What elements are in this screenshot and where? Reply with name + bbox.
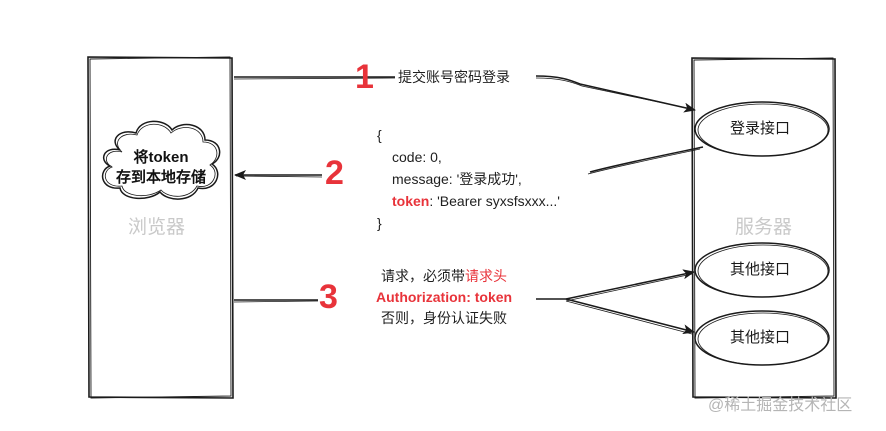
server-box [691,57,837,399]
other-api-label-1: 其他接口 [730,261,791,278]
browser-box [87,56,234,399]
response-token-value: : 'Bearer syxsfsxxx...' [429,193,560,209]
step-3-line-1: 请求，必须带请求头 [376,266,512,287]
browser-label: 浏览器 [128,217,186,238]
cloud-shape [101,120,221,200]
cloud-text: 将token 存到本地存储 [104,148,218,188]
cloud-text-line2: 存到本地存储 [115,169,206,186]
step-1-number: 1 [355,58,374,96]
arrow-login-request [233,75,696,113]
server-label: 服务器 [735,217,793,238]
cloud-text-line1: 将token [133,149,189,166]
step-1-text: 提交账号密码登录 [398,69,510,85]
response-body: { code: 0, message: '登录成功', token: 'Bear… [377,124,560,234]
response-token-line: token: 'Bearer syxsfsxxx...' [377,190,560,212]
response-close-brace: } [377,215,382,231]
other-api-label-2: 其他接口 [730,329,791,346]
other-api-ellipse-2 [694,310,830,366]
step-3-number: 3 [319,278,338,316]
response-token-key: token [392,193,430,209]
step-3-text: 请求，必须带请求头 Authorization: token 否则，身份认证失败 [376,266,512,329]
step-3-line-1-highlight: 请求头 [465,268,508,284]
login-api-ellipse [694,101,830,157]
arrow-login-response [234,146,704,180]
step-3-line-3: 否则，身份认证失败 [381,310,508,326]
step-3-line-2: Authorization: token [376,289,513,305]
other-api-ellipse-1 [694,242,830,298]
response-open-brace: { [377,127,382,143]
response-code-line: code: 0, [392,149,442,165]
login-api-label: 登录接口 [730,120,791,137]
watermark: @稀土掘金技术社区 [708,397,853,414]
step-3-line-1-prefix: 请求，必须带 [381,268,466,284]
arrow-other-requests [233,269,695,335]
response-message-line: message: '登录成功', [392,171,522,187]
step-2-number: 2 [325,154,344,192]
